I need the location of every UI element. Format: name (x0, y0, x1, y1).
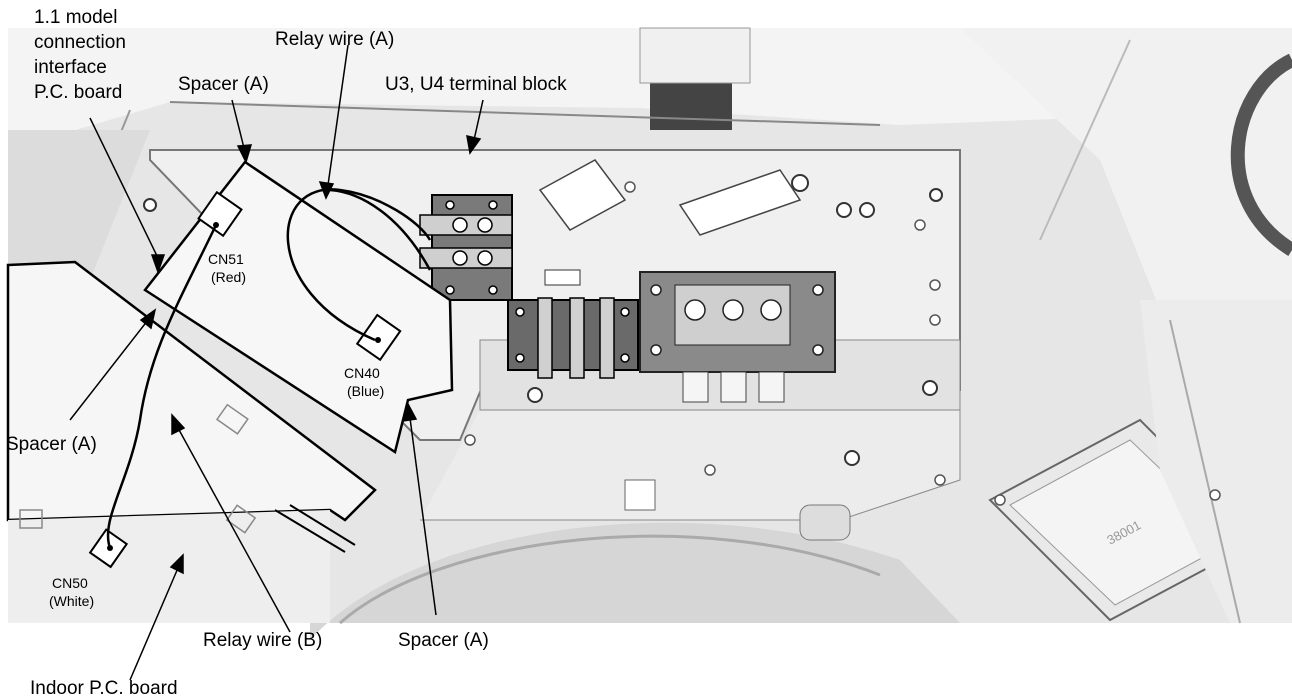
label-spacer-a-bottom: Spacer (A) (398, 630, 489, 651)
label-cn40: CN40 (Blue) (344, 365, 384, 399)
label-relay-wire-a: Relay wire (A) (275, 29, 394, 50)
label-interface-board: 1.1 model connection interface P.C. boar… (34, 7, 131, 103)
label-spacer-a-top: Spacer (A) (178, 74, 269, 95)
relay-wire-a (286, 188, 432, 342)
relay-wires (106, 188, 432, 549)
unit-photo: 38001 (8, 27, 1292, 640)
indoor-pc-board (6, 260, 377, 623)
label-terminal-block: U3, U4 terminal block (385, 74, 567, 95)
interface-pc-board (143, 160, 454, 455)
power-terminal-block (507, 269, 836, 403)
label-cn51: CN51 (Red) (208, 251, 248, 285)
cn51-connector (197, 190, 243, 238)
relay-wire-b (106, 224, 218, 549)
label-indoor-board: Indoor P.C. board (30, 678, 178, 699)
u3-u4-terminal-block (419, 194, 513, 301)
label-relay-wire-b: Relay wire (B) (203, 630, 322, 651)
leader-lines (69, 44, 484, 681)
callout-labels: 1.1 model connection interface P.C. boar… (6, 7, 567, 699)
label-cn50: CN50 (White) (49, 575, 94, 609)
label-spacer-a-left: Spacer (A) (6, 434, 97, 455)
